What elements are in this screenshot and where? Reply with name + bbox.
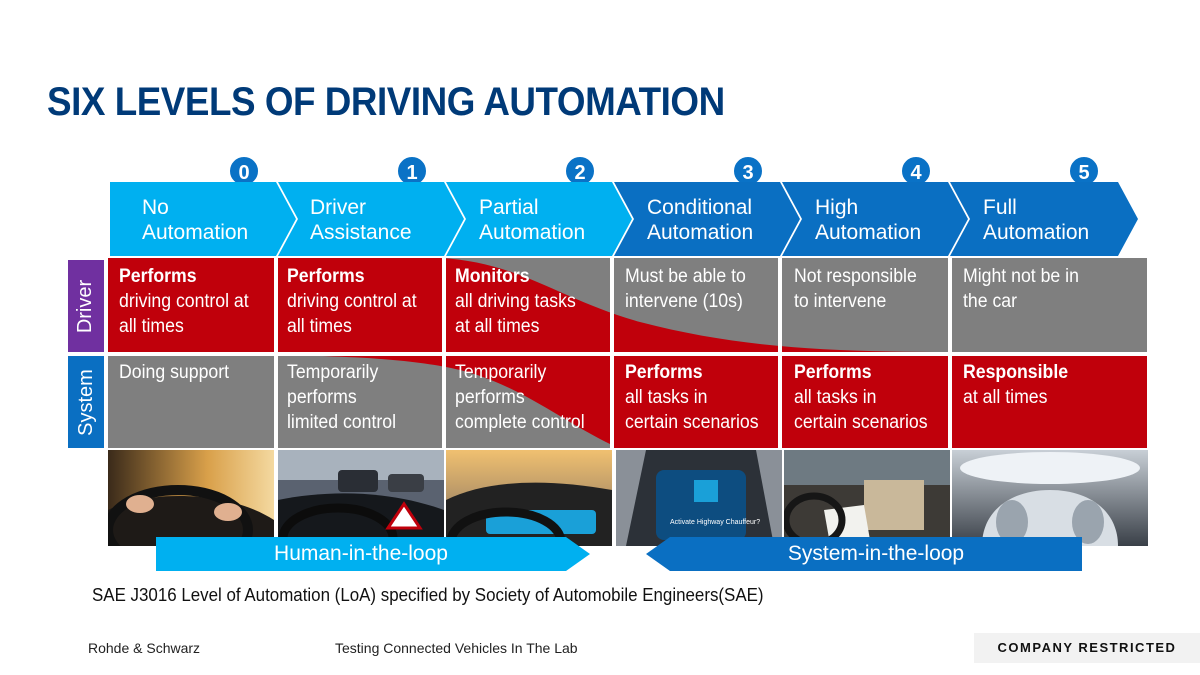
highway-chauffeur-screen-image: Activate Highway Chauffeur? [616,450,782,546]
autonomous-cabin-image [952,450,1148,546]
chevron-level-3 [614,182,800,256]
footer-company: Rohde & Schwarz [88,640,201,656]
driver-dashboard-image [446,450,612,546]
level-3-badge: 3 [732,155,764,187]
chevron-level-2 [446,182,632,256]
human-loop-bar [156,537,590,571]
level-chevrons [110,182,1138,256]
sae-footnote: SAE J3016 Level of Automation (LoA) spec… [92,585,764,605]
footer-subject: Testing Connected Vehicles In The Lab [335,640,578,656]
level-1-badge: 1 [396,155,428,187]
chevron-level-4 [782,182,968,256]
system-in-the-loop-label: System-in-the-loop [787,542,965,565]
driver-hands-wheel-image [108,450,274,546]
page-title: SIX LEVELS OF DRIVING AUTOMATION [47,80,725,124]
chevron-level-5 [950,182,1138,256]
driver-reading-image [784,450,950,546]
driver-side-bar [68,260,104,352]
system-cell-0: Doing support [119,362,230,383]
system-side-bar [68,356,104,448]
chevron-level-1 [278,182,464,256]
svg-text:Activate Highway Chauffeur?: Activate Highway Chauffeur? [670,519,760,526]
human-in-the-loop-label: Human-in-the-loop [274,542,448,565]
level-0-badge: 0 [228,155,260,187]
classification-badge: COMPANY RESTRICTED [974,633,1200,663]
chevron-level-0 [110,182,296,256]
system-loop-bar [646,537,1082,571]
level-4-badge: 4 [900,155,932,187]
